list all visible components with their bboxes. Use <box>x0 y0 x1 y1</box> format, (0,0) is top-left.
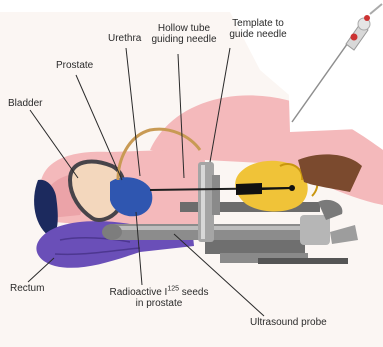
label-rectum: Rectum <box>10 283 44 294</box>
label-template-line1: Template to <box>224 18 292 29</box>
label-seeds-suffix: seeds <box>179 287 208 298</box>
inset-needle <box>286 0 383 132</box>
label-seeds-prefix: Radioactive I <box>110 287 168 298</box>
label-template: Template to guide needle <box>224 18 292 40</box>
label-bladder: Bladder <box>8 98 42 109</box>
label-hollow-tube: Hollow tube guiding needle <box>146 23 222 45</box>
label-template-line2: guide needle <box>224 29 292 40</box>
label-seeds-superscript: 125 <box>167 286 179 293</box>
label-ultrasound-probe: Ultrasound probe <box>250 317 327 328</box>
label-radioactive-seeds: Radioactive I125 seeds in prostate <box>98 287 220 309</box>
needle-template <box>198 162 214 242</box>
label-seeds-line2: in prostate <box>98 298 220 309</box>
label-hollow-tube-line1: Hollow tube <box>146 23 222 34</box>
label-urethra: Urethra <box>108 33 141 44</box>
label-prostate: Prostate <box>56 60 93 71</box>
label-hollow-tube-line2: guiding needle <box>146 34 222 45</box>
